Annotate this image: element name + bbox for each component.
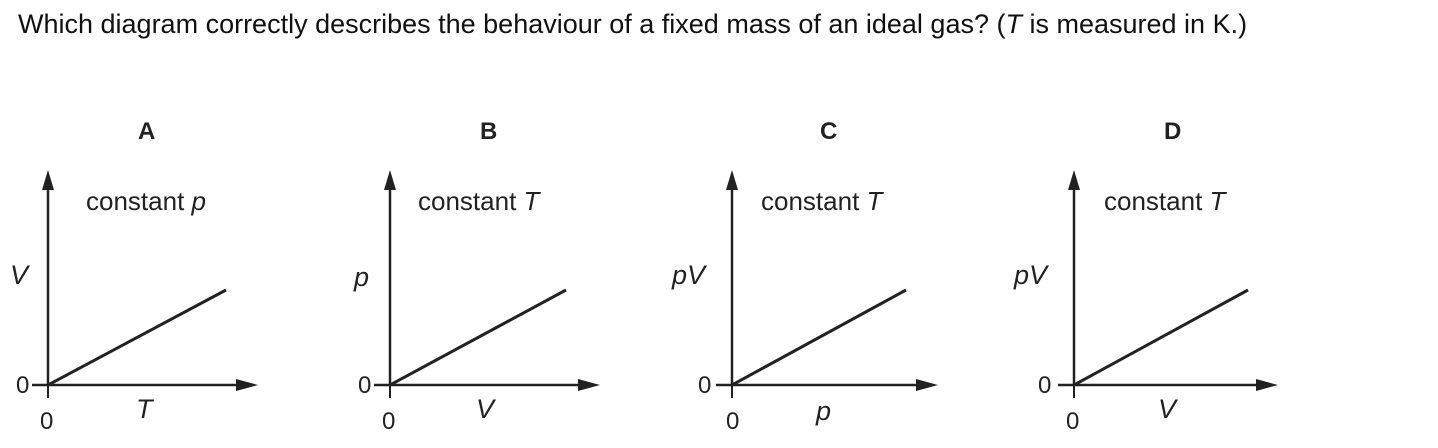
y-axis-label: p: [354, 262, 370, 292]
x-axis-arrowhead: [578, 379, 600, 391]
condition-label: constant T: [418, 186, 540, 216]
question-text: Which diagram correctly describes the be…: [18, 8, 1398, 40]
question-end: is measured in K.): [1021, 9, 1248, 39]
diagram-a: A constant p V T 0 0: [0, 110, 320, 448]
y-axis-arrowhead: [384, 170, 396, 190]
x-axis-label: p: [816, 396, 832, 426]
question-variable: T: [1005, 9, 1022, 39]
y-axis-label: pV: [672, 260, 706, 290]
y-axis-label: V: [10, 260, 29, 290]
diagram-letter: A: [138, 118, 156, 145]
y-origin-zero: 0: [358, 372, 372, 399]
graph-line: [47, 288, 227, 387]
graph-line: [1073, 288, 1249, 387]
condition-label: constant p: [86, 186, 206, 216]
diagram-letter: D: [1164, 118, 1182, 145]
y-axis-arrowhead: [1068, 170, 1080, 190]
axes-and-line: [374, 170, 600, 398]
graph-line: [731, 288, 907, 387]
y-axis-arrowhead: [42, 170, 54, 190]
x-origin-zero: 0: [726, 408, 740, 435]
condition-label: constant T: [761, 186, 883, 216]
axes-and-line: [32, 170, 258, 398]
diagram-c: C constant T pV p 0 0: [672, 110, 1004, 448]
y-origin-zero: 0: [698, 372, 712, 399]
x-axis-arrowhead: [236, 379, 258, 391]
graph-line: [389, 288, 567, 387]
x-origin-zero: 0: [382, 408, 396, 435]
diagram-letter: B: [480, 118, 498, 145]
x-origin-zero: 0: [1066, 408, 1080, 435]
axes-and-line: [716, 170, 938, 398]
diagram-letter: C: [820, 118, 838, 145]
y-axis-label: pV: [1014, 260, 1048, 290]
y-origin-zero: 0: [16, 372, 30, 399]
x-axis-arrowhead: [916, 379, 938, 391]
x-axis-arrowhead: [1256, 379, 1278, 391]
x-origin-zero: 0: [40, 408, 54, 435]
x-axis-label: V: [1158, 394, 1177, 424]
x-axis-label: T: [136, 394, 153, 424]
y-axis-arrowhead: [726, 170, 738, 190]
diagram-b: B constant T p V 0 0: [342, 110, 662, 448]
y-origin-zero: 0: [1038, 372, 1052, 399]
diagram-d: D constant T pV V 0 0: [1014, 110, 1346, 448]
x-axis-label: V: [476, 394, 495, 424]
question-main: Which diagram correctly describes the be…: [18, 9, 1006, 39]
axes-and-line: [1058, 170, 1278, 398]
condition-label: constant T: [1104, 186, 1226, 216]
